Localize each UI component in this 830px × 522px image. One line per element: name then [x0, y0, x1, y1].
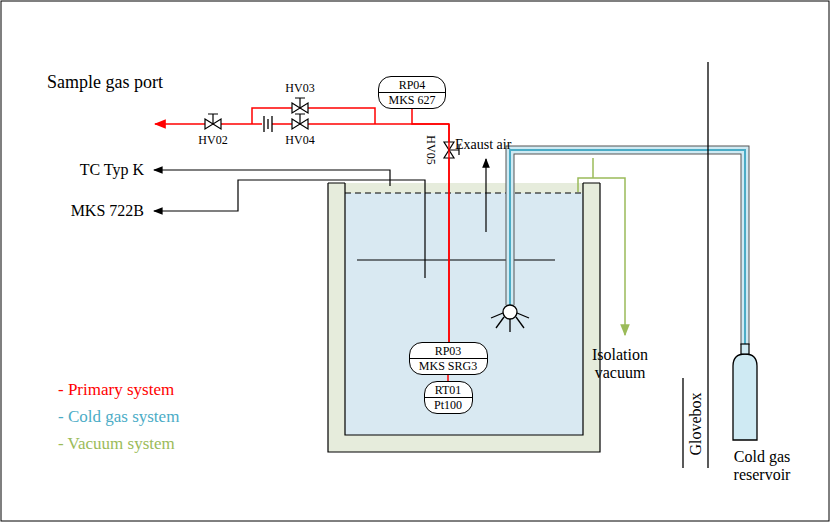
- glovebox-wall: [707, 62, 708, 468]
- gas-cylinder: [733, 354, 757, 440]
- tc-line: [154, 170, 390, 186]
- part-label: HV04: [280, 134, 320, 148]
- part-label: Exaust air: [455, 137, 535, 153]
- part-label: TC Typ K: [20, 161, 144, 179]
- part-label: Isolation vacuum: [572, 346, 668, 383]
- outer-vessel: [328, 183, 600, 452]
- gauge-text: RT01: [435, 383, 462, 397]
- legend-entry: - Primary system: [58, 380, 174, 400]
- part-label: HV02: [193, 134, 233, 148]
- part-label: HV05: [423, 135, 437, 164]
- valve-symbol: [292, 98, 308, 113]
- gauge-text: MKS SRG3: [410, 358, 487, 373]
- legend-text: - Cold gas system: [58, 407, 179, 426]
- gauge-box: RP04MKS 627: [378, 76, 446, 109]
- part-label: Glovebox: [687, 392, 705, 455]
- part-label: HV03: [280, 82, 320, 96]
- part-label: MKS 722B: [20, 202, 144, 220]
- filter-symbol: [262, 116, 272, 132]
- pipe-connector: [412, 109, 449, 342]
- part-label: Cold gas reservoir: [712, 448, 812, 485]
- gauge-text: RP04: [399, 78, 426, 92]
- inner-vessel: [345, 193, 583, 435]
- legend-entry: - Cold gas system: [58, 407, 179, 427]
- mks-line: [154, 180, 425, 278]
- legend-text: - Vacuum system: [58, 434, 175, 453]
- baffle: [357, 259, 555, 260]
- part-label: Sample gas port: [40, 72, 170, 93]
- legend-text: - Primary system: [58, 380, 174, 399]
- cold-gas-pipe: [510, 150, 745, 345]
- gauge-box: RT01Pt100: [424, 381, 473, 414]
- vacuum-line: [578, 178, 625, 335]
- gauge-box: RP03MKS SRG3: [409, 342, 488, 375]
- spray-head: [491, 305, 529, 332]
- legend-entry: - Vacuum system: [58, 434, 175, 454]
- gauge-text: MKS 627: [379, 92, 445, 107]
- valve-symbol: [205, 114, 221, 129]
- gauge-text: Pt100: [425, 397, 472, 412]
- valve-symbol: [292, 114, 308, 129]
- exhaust-arrow: [485, 159, 486, 232]
- gauge-text: RP03: [435, 344, 462, 358]
